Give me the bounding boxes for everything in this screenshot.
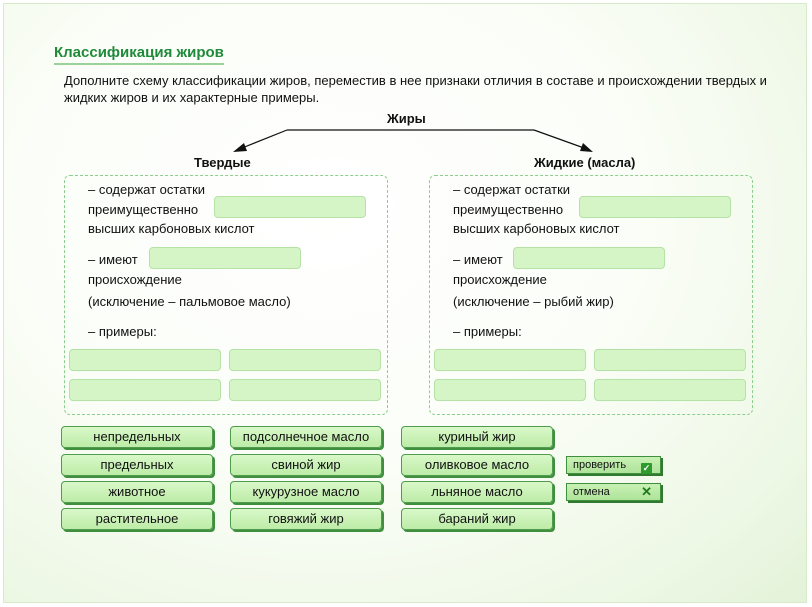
liquid-examples-text: – примеры:: [453, 324, 522, 339]
liquid-example-slot-3[interactable]: [434, 379, 586, 401]
checkmark-icon: ✓: [641, 463, 652, 474]
solid-contain-text-3: высших карбоновых кислот: [88, 221, 255, 236]
liquid-contain-text-2: преимущественно: [453, 202, 564, 217]
solid-example-slot-1[interactable]: [69, 349, 221, 371]
solid-origin-text-2: происхождение: [88, 272, 182, 287]
solid-example-slot-3[interactable]: [69, 379, 221, 401]
liquid-example-slot-2[interactable]: [594, 349, 746, 371]
option-chicken-fat[interactable]: куриный жир: [401, 426, 553, 448]
arrow-left-line: [241, 129, 288, 149]
solid-panel: [64, 175, 388, 415]
option-olive-oil[interactable]: оливковое масло: [401, 454, 553, 476]
liquid-exception-text: (исключение – рыбий жир): [453, 294, 614, 309]
option-pork-fat[interactable]: свиной жир: [230, 454, 382, 476]
liquid-example-slot-1[interactable]: [434, 349, 586, 371]
liquid-contain-text-1: – содержат остатки: [453, 182, 571, 197]
solid-contain-text-1: – содержат остатки: [88, 182, 206, 197]
option-saturated[interactable]: предельных: [61, 454, 213, 476]
liquid-heading: Жидкие (масла): [534, 155, 636, 170]
liquid-example-slot-4[interactable]: [594, 379, 746, 401]
arrow-left-head: [233, 143, 247, 152]
liquid-panel: [429, 175, 753, 415]
page-title: Классификация жиров: [54, 44, 224, 65]
solid-heading: Твердые: [194, 155, 251, 170]
liquid-origin-text-1: – имеют: [453, 252, 503, 267]
option-mutton-fat[interactable]: бараний жир: [401, 508, 553, 530]
classification-arrows: [233, 129, 593, 152]
check-button-label: проверить: [573, 459, 627, 471]
option-vegetable[interactable]: растительное: [61, 508, 213, 530]
root-label: Жиры: [387, 111, 426, 126]
exercise-stage: Классификация жиров Дополните схему клас…: [3, 3, 807, 603]
solid-example-slot-4[interactable]: [229, 379, 381, 401]
cancel-button-label: отмена: [573, 486, 610, 498]
option-sunflower-oil[interactable]: подсолнечное масло: [230, 426, 382, 448]
liquid-contain-text-3: высших карбоновых кислот: [453, 221, 620, 236]
option-linseed-oil[interactable]: льняное масло: [401, 481, 553, 503]
cancel-button[interactable]: отмена ✕: [566, 483, 661, 501]
arrow-right-head: [580, 143, 593, 152]
option-corn-oil[interactable]: кукурузное масло: [230, 481, 382, 503]
solid-origin-text-1: – имеют: [88, 252, 138, 267]
solid-acid-slot[interactable]: [214, 196, 366, 218]
cross-icon: ✕: [641, 484, 652, 499]
liquid-origin-text-2: происхождение: [453, 272, 547, 287]
solid-origin-slot[interactable]: [149, 247, 301, 269]
option-beef-fat[interactable]: говяжий жир: [230, 508, 382, 530]
option-animal[interactable]: животное: [61, 481, 213, 503]
solid-exception-text: (исключение – пальмовое масло): [88, 294, 291, 309]
solid-examples-text: – примеры:: [88, 324, 157, 339]
solid-example-slot-2[interactable]: [229, 349, 381, 371]
instruction-text: Дополните схему классификации жиров, пер…: [64, 73, 767, 105]
liquid-origin-slot[interactable]: [513, 247, 665, 269]
liquid-acid-slot[interactable]: [579, 196, 731, 218]
arrow-right-line: [533, 129, 585, 149]
check-button[interactable]: проверить ✓: [566, 456, 661, 474]
solid-contain-text-2: преимущественно: [88, 202, 199, 217]
option-unsaturated[interactable]: непредельных: [61, 426, 213, 448]
